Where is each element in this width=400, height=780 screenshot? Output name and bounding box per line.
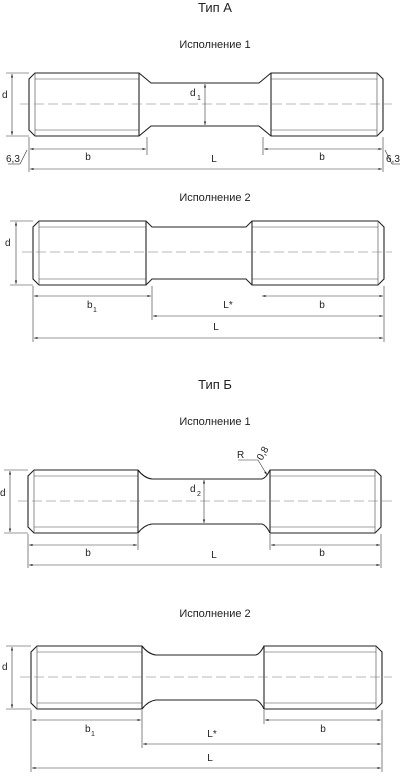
type-b-variant-2: Исполнение 2 d b 1 b L* L <box>2 608 392 772</box>
type-b-v2-b-label: b <box>320 724 326 735</box>
type-a-variant-2: Исполнение 2 d b 1 b L* L <box>5 192 392 342</box>
type-b-v1-b-left-label: b <box>85 548 91 559</box>
type-a-v2-Lstar-label: L* <box>223 300 233 311</box>
type-a-v2-b1-label: b <box>87 300 93 311</box>
type-b-v2-d-label: d <box>2 662 8 673</box>
type-a-v2-L-label: L <box>213 322 219 333</box>
type-a-v2-d-label: d <box>5 238 11 249</box>
roughness-mark <box>19 149 28 165</box>
type-a-v1-stud-outline <box>28 72 384 137</box>
type-a-v1-L-label: L <box>211 154 217 165</box>
radius-leader <box>257 459 268 476</box>
type-a-v1-roughness-right: 6,3 <box>386 154 400 165</box>
type-b-v2-L-label: L <box>207 753 213 764</box>
type-a-v1-roughness-left: 6,3 <box>6 154 20 165</box>
type-a-title: Тип А <box>198 0 232 15</box>
type-b-v1-L-label: L <box>211 550 217 561</box>
type-b-v2-b1-label: b <box>85 724 91 735</box>
type-b-v1-R-label: R <box>237 450 244 461</box>
type-a-v1-title: Исполнение 1 <box>179 39 250 51</box>
type-b-v2-stud-outline <box>30 645 383 710</box>
type-b-v1-d2-subscript: 2 <box>197 491 201 498</box>
type-a-v1-b-right-label: b <box>319 152 325 163</box>
type-a-v2-stud-outline <box>32 220 385 286</box>
type-b-title: Тип Б <box>198 377 232 392</box>
type-b-v1-b-right-label: b <box>319 548 325 559</box>
roughness-mark <box>384 149 393 165</box>
type-b-v2-title: Исполнение 2 <box>179 608 250 620</box>
type-a-v1-d-label: d <box>2 90 8 101</box>
type-a-v1-d1-label: d <box>190 88 196 99</box>
type-b-v1-d-label: d <box>0 488 6 499</box>
type-a-v1-b-left-label: b <box>85 152 91 163</box>
type-a-v2-b1-subscript: 1 <box>93 307 97 314</box>
type-b-v1-title: Исполнение 1 <box>179 416 250 428</box>
type-a-variant-1: Исполнение 1 d d 1 6,3 6,3 <box>2 39 400 172</box>
type-a-v2-title: Исполнение 2 <box>179 192 250 204</box>
type-b-v2-b1-subscript: 1 <box>91 731 95 738</box>
type-a-v2-b-label: b <box>319 300 325 311</box>
type-b-v1-d2-label: d <box>190 484 196 495</box>
type-b-variant-1: Исполнение 1 R 0,8 d d 2 b b L <box>0 416 392 568</box>
type-b-v2-Lstar-label: L* <box>207 729 217 740</box>
type-a-v1-d1-subscript: 1 <box>197 95 201 102</box>
type-b-v1-stud-outline <box>27 469 382 534</box>
